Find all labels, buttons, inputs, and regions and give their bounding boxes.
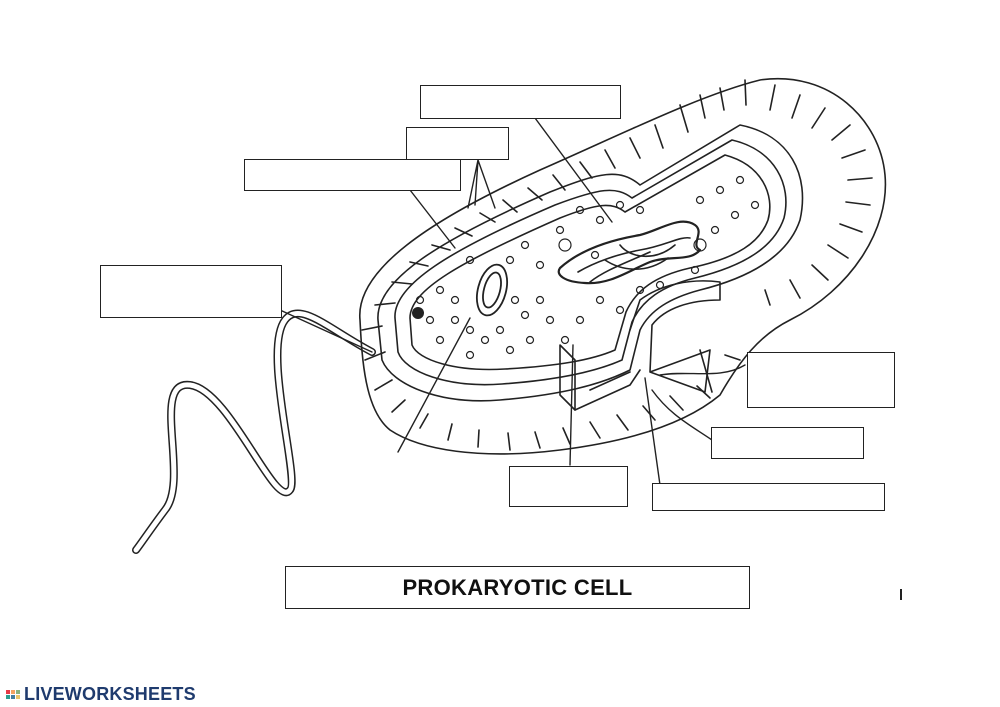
flagellum [132, 309, 376, 554]
label-box-right-middle[interactable] [711, 427, 864, 459]
cutaway-section [559, 280, 721, 411]
capsule-outline [359, 77, 887, 455]
plasmid-dot [412, 307, 424, 319]
label-box-bottom-right[interactable] [652, 483, 885, 511]
cursor-mark [900, 589, 902, 600]
page-title: PROKARYOTIC CELL [402, 574, 633, 600]
label-box-left[interactable] [100, 265, 282, 318]
brand[interactable]: LIVEWORKSHEETS [6, 684, 196, 704]
nucleoid [557, 220, 702, 285]
title-box: PROKARYOTIC CELL [285, 566, 750, 609]
label-box-right-upper[interactable] [747, 352, 895, 408]
pili [361, 79, 873, 451]
label-box-bottom-center[interactable] [509, 466, 628, 507]
ribosomes [415, 175, 760, 360]
brand-name: LIVEWORKSHEETS [24, 683, 196, 704]
liveworksheets-logo-icon [6, 690, 20, 699]
label-box-upper-middle[interactable] [406, 127, 509, 160]
label-box-upper-left[interactable] [244, 159, 461, 191]
inclusion-body [475, 263, 509, 317]
label-box-top[interactable] [420, 85, 621, 119]
leader-lines [279, 117, 746, 486]
cell-wall [377, 124, 804, 402]
